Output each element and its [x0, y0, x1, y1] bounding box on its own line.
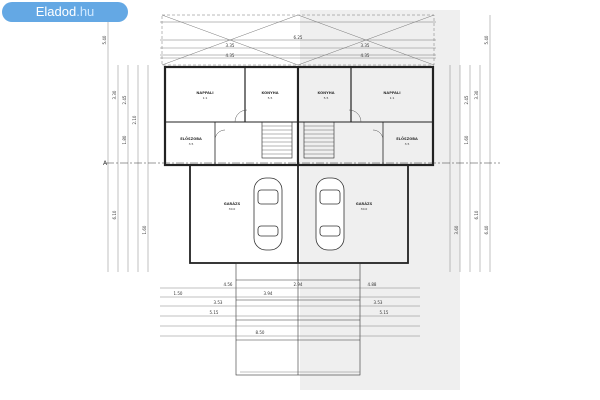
- left-dimension-labels: 5.40 3.30 2.45 1.80 2.10 6.10 1.60: [102, 35, 147, 234]
- bottom-dimension-lines: [160, 287, 420, 373]
- upper-outline: [160, 14, 436, 66]
- room-title: KONYHA: [317, 91, 334, 95]
- dim-label: 2.45: [122, 95, 127, 104]
- room-title: GARÁZS: [356, 201, 373, 206]
- dim-label: 1.50: [174, 291, 183, 296]
- dim-label: 5.40: [484, 35, 489, 44]
- dim-label: 3.60: [454, 225, 459, 234]
- room-title: ELŐSZOBA: [180, 136, 202, 141]
- room-title: NAPPALI: [383, 91, 400, 95]
- dim-label: 3.94: [264, 291, 273, 296]
- room-sub: 5.5: [268, 96, 273, 100]
- dim-label: 2.45: [464, 95, 469, 104]
- dim-label: 3.35: [226, 43, 235, 48]
- room-sub: 30.0: [229, 207, 236, 211]
- eladod-logo-badge[interactable]: Eladod.hu: [2, 2, 128, 22]
- room-sub: 1:1: [390, 96, 395, 100]
- room-title: KONYHA: [261, 91, 278, 95]
- dim-label: 3.35: [361, 43, 370, 48]
- top-dimension-labels: 3.35 3.35 4.35 4.35 6.25: [226, 35, 370, 58]
- dim-label: 6.10: [474, 210, 479, 219]
- room-sub: 3.5: [189, 142, 194, 146]
- brand-name: Eladod: [35, 4, 77, 19]
- dim-label: 5.15: [380, 310, 389, 315]
- room-sub: 5.5: [324, 96, 329, 100]
- bottom-dimension-labels: 4.56 3.94 2.94 4.88 1.50 3.53 3.53 5.15 …: [174, 282, 389, 335]
- door-swings: [214, 109, 384, 141]
- dim-label: 1.80: [122, 135, 127, 144]
- dim-label: 6.40: [484, 225, 489, 234]
- dim-label: 5.40: [102, 35, 107, 44]
- dim-label: 4.88: [368, 282, 377, 287]
- room-title: ELŐSZOBA: [396, 136, 418, 141]
- axis-label: A: [103, 160, 108, 167]
- dim-label: 6.25: [294, 35, 303, 40]
- room-title: NAPPALI: [196, 91, 213, 95]
- room-labels: NAPPALI 1:1 KONYHA 5.5 KONYHA 5.5 NAPPAL…: [180, 91, 418, 211]
- brand-tld: .hu: [76, 4, 95, 19]
- dim-label: 2.10: [132, 115, 137, 124]
- garage-cars: [253, 177, 345, 251]
- dim-label: 4.35: [361, 53, 370, 58]
- dim-label: 1.60: [142, 225, 147, 234]
- room-sub: 1:1: [203, 96, 208, 100]
- dim-label: 4.35: [226, 53, 235, 58]
- dim-label: 5.15: [210, 310, 219, 315]
- dim-label: 3.53: [374, 300, 383, 305]
- room-sub: 30.0: [361, 207, 368, 211]
- right-dimension-labels: 5.40 3.30 2.45 1.60 6.10 3.60 6.40: [454, 35, 489, 234]
- side-dimension-lines: [107, 15, 491, 272]
- dim-label: 3.30: [112, 90, 117, 99]
- room-sub: 3.5: [405, 142, 410, 146]
- dim-label: 8.50: [256, 330, 265, 335]
- stairs-treads: [262, 125, 334, 155]
- dim-label: 1.60: [464, 135, 469, 144]
- dim-label: 3.30: [474, 90, 479, 99]
- top-dimension-lines: [160, 47, 436, 59]
- dim-label: 2.94: [294, 282, 303, 287]
- driveway: [235, 262, 361, 376]
- room-title: GARÁZS: [224, 201, 241, 206]
- dim-label: 3.53: [214, 300, 223, 305]
- dim-label: 6.10: [112, 210, 117, 219]
- dim-label: 4.56: [224, 282, 233, 287]
